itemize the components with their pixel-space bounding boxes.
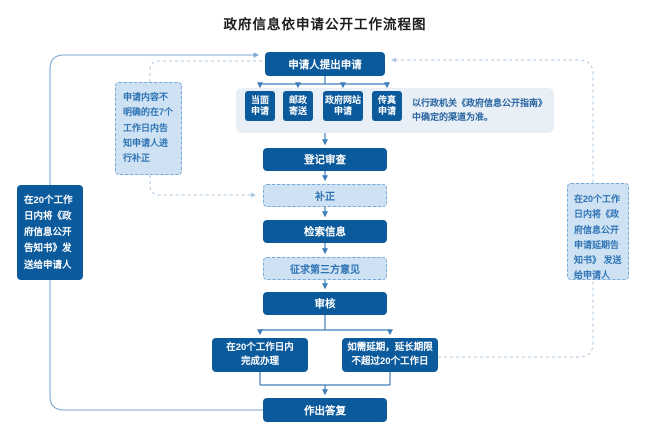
note-correction-hint: 申请内容不明确的在7个工作日内告知申请人进行补正	[115, 82, 182, 175]
node-register-review: 登记审查	[263, 148, 387, 171]
node-third-party-opinion: 征求第三方意见	[263, 257, 387, 280]
channel-guide-note: 以行政机关《政府信息公开指南》 中确定的渠道为准。	[412, 98, 548, 123]
note-extension-notice: 在20个工作日内将《政府信息公开申请延期告知书》 发送给申请人	[567, 183, 629, 280]
node-extension: 如需延期，延长期限 不超过20个工作日	[342, 338, 438, 372]
node-channel-postal-mail: 邮政寄送	[283, 91, 313, 121]
node-apply: 申请人提出申请	[265, 52, 385, 76]
note-disclosure-notice: 在20个工作日内将《政府信息公开告知书》发送给申请人	[17, 185, 83, 280]
node-complete-within-20-days: 在20个工作日内 完成办理	[212, 338, 308, 372]
node-review: 审核	[263, 292, 387, 315]
node-channel-fax: 传真申请	[372, 91, 402, 121]
node-channel-government-website: 政府网站申请	[323, 91, 363, 121]
node-make-reply: 作出答复	[263, 398, 387, 422]
node-correction: 补正	[263, 184, 387, 207]
node-search-information: 检索信息	[263, 220, 387, 243]
loop-extend-to-applicant	[391, 57, 594, 358]
flowchart-title: 政府信息依申请公开工作流程图	[223, 17, 427, 32]
node-channel-in-person: 当面申请	[245, 91, 275, 121]
